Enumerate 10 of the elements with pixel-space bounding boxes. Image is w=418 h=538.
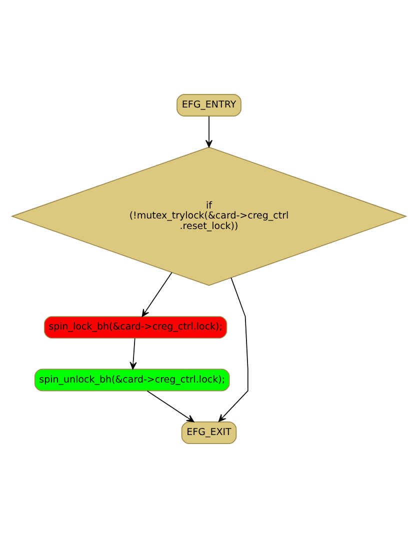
arrow [142, 272, 172, 317]
node-box: spin_lock_bh(&card->creg_ctrl.lock); [44, 316, 228, 339]
arrow [218, 277, 248, 422]
arrow [205, 116, 213, 148]
node-box: spin_unlock_bh(&card->creg_ctrl.lock); [34, 368, 230, 392]
node-diamond: if (!mutex_trylock(&card->creg_ctrl .reset_lock)) [10, 146, 408, 286]
arrow [130, 338, 137, 370]
node-box: EFG_EXIT [181, 422, 237, 444]
arrow [146, 390, 194, 422]
node-box: EFG_ENTRY [176, 94, 242, 116]
